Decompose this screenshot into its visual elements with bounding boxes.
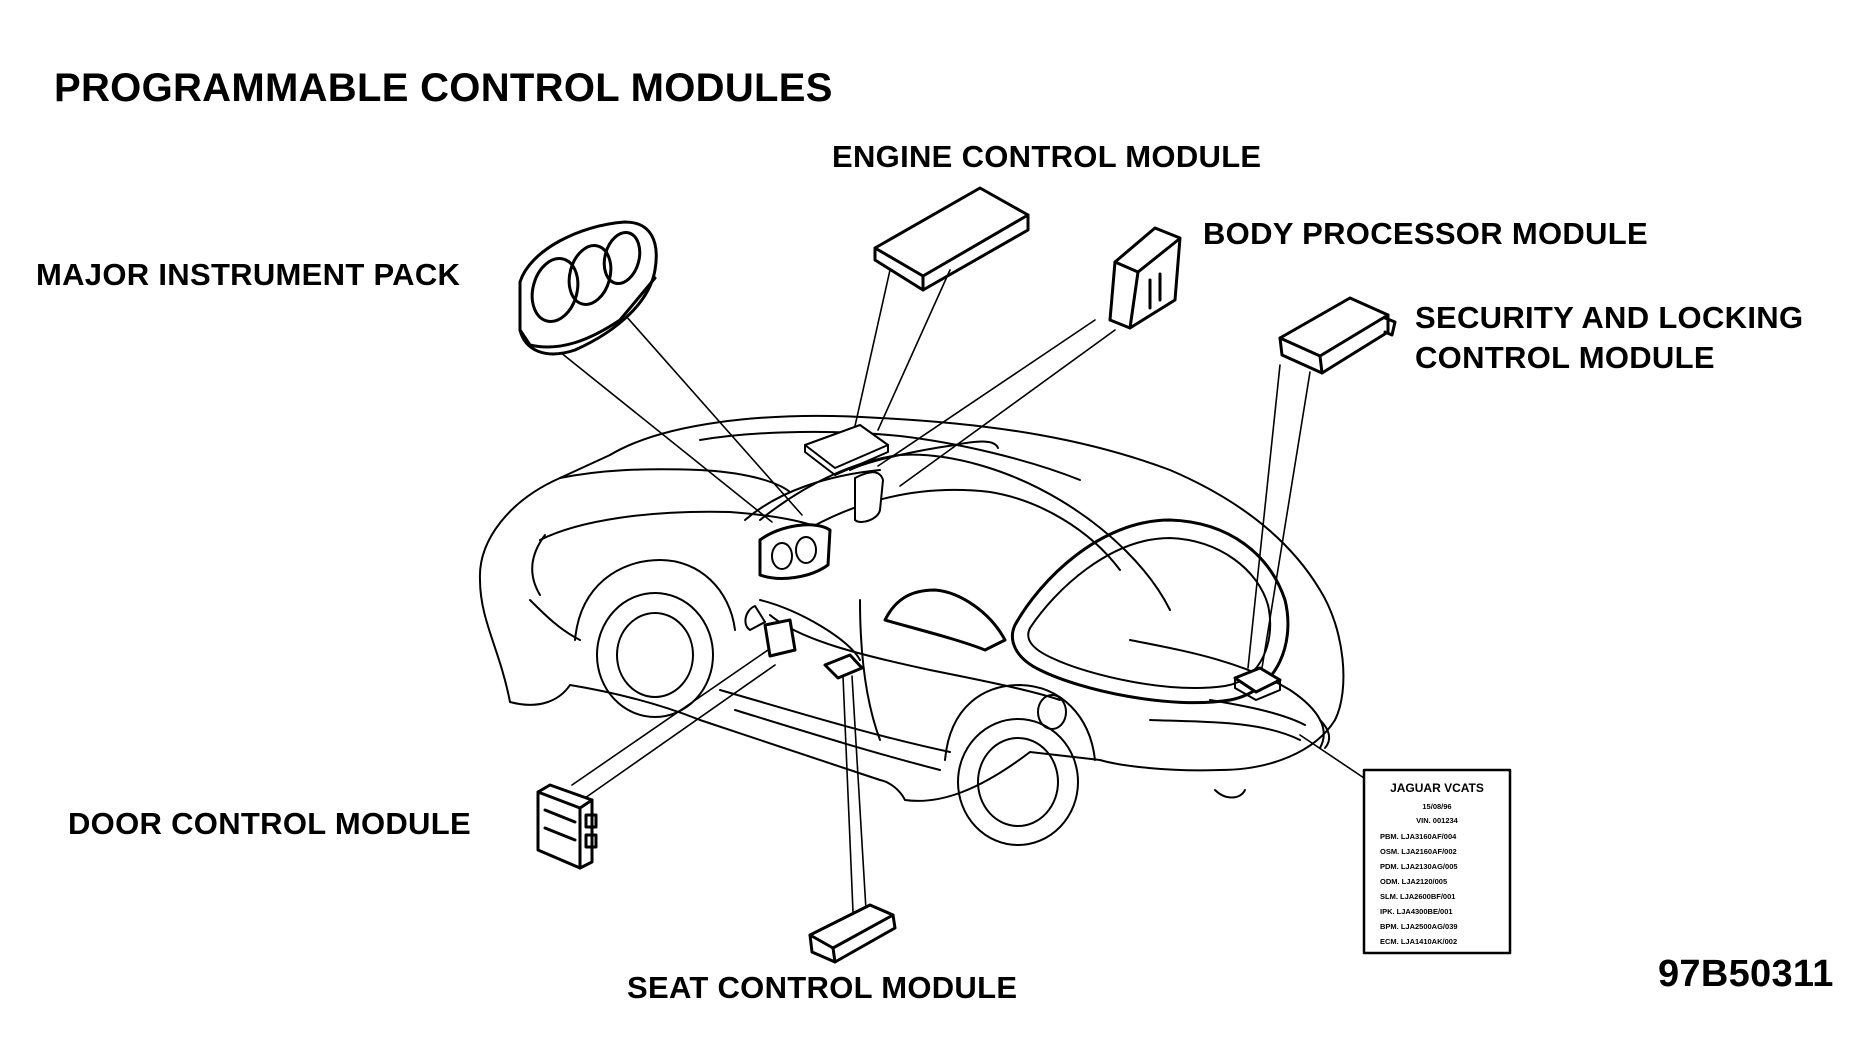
vin-label-row: ODM. LJA2120/005 — [1380, 877, 1447, 886]
door-control-module-icon — [536, 783, 598, 870]
vin-label-row: SLM. LJA2600BF/001 — [1380, 892, 1455, 901]
security-locking-module-icon — [1278, 296, 1397, 375]
vin-label-heading: JAGUAR VCATS — [1390, 781, 1484, 795]
label-seat-control-module: SEAT CONTROL MODULE — [627, 970, 1018, 1005]
vin-label-row: OSM. LJA2160AF/002 — [1380, 847, 1457, 856]
label-door-control-module: DOOR CONTROL MODULE — [68, 806, 471, 841]
engine-control-module-icon — [873, 186, 1030, 292]
vin-label-row: PDM. LJA2130AG/005 — [1380, 862, 1458, 871]
label-security-locking-module: SECURITY AND LOCKING CONTROL MODULE — [1415, 298, 1803, 378]
label-security-locking-line2: CONTROL MODULE — [1415, 340, 1715, 375]
figure-number: 97B50311 — [1658, 953, 1834, 995]
vin-label-row: IPK. LJA4300BE/001 — [1380, 907, 1453, 916]
vin-label-row: BPM. LJA2500AG/039 — [1380, 922, 1458, 931]
seat-control-module-icon — [808, 903, 897, 964]
page-title: PROGRAMMABLE CONTROL MODULES — [54, 66, 833, 110]
label-major-instrument-pack: MAJOR INSTRUMENT PACK — [36, 257, 461, 292]
body-processor-module-icon — [1108, 226, 1182, 330]
vin-label-row: ECM. LJA1410AK/002 — [1380, 937, 1457, 946]
vin-label-vin: VIN. 001234 — [1416, 816, 1459, 825]
vin-label-date: 15/08/96 — [1422, 802, 1451, 811]
car-body-outline — [478, 414, 1345, 846]
label-security-locking-line1: SECURITY AND LOCKING — [1415, 300, 1804, 335]
vin-label-row: PBM. LJA3160AF/004 — [1380, 832, 1457, 841]
leader-lines — [559, 269, 1365, 913]
major-instrument-pack-icon — [518, 220, 658, 356]
label-body-processor-module: BODY PROCESSOR MODULE — [1203, 216, 1648, 251]
vin-label-card: JAGUAR VCATS 15/08/96 VIN. 001234 PBM. L… — [1362, 768, 1512, 955]
in-car-modules — [758, 424, 1282, 701]
label-engine-control-module: ENGINE CONTROL MODULE — [832, 139, 1262, 174]
